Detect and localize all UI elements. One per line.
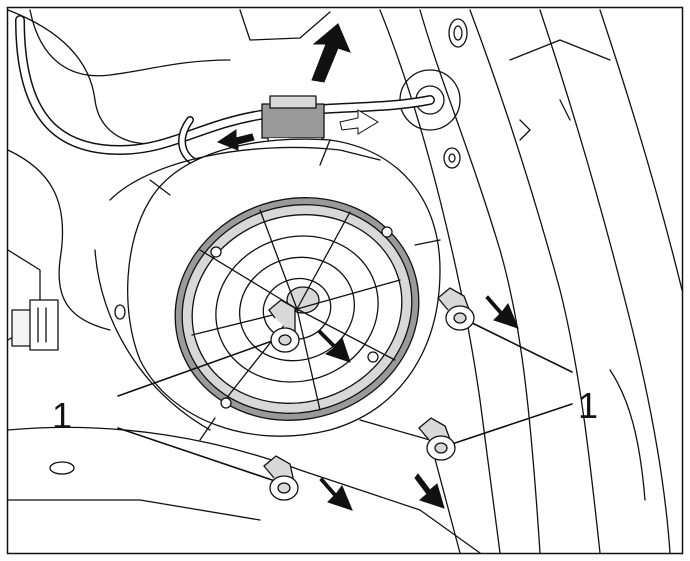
arrow-down-right-icon — [317, 295, 519, 511]
side-connector — [11, 299, 59, 351]
torx-screw-icon — [263, 287, 475, 501]
door-panel-outline — [7, 9, 683, 554]
arrow-side-icon — [216, 109, 379, 151]
arrow-up-icon — [311, 23, 351, 83]
callout-label-right: 1 — [578, 385, 599, 426]
callout-label-left: 1 — [52, 395, 73, 436]
callout-leaders — [117, 317, 573, 483]
speaker-grille — [174, 197, 420, 421]
